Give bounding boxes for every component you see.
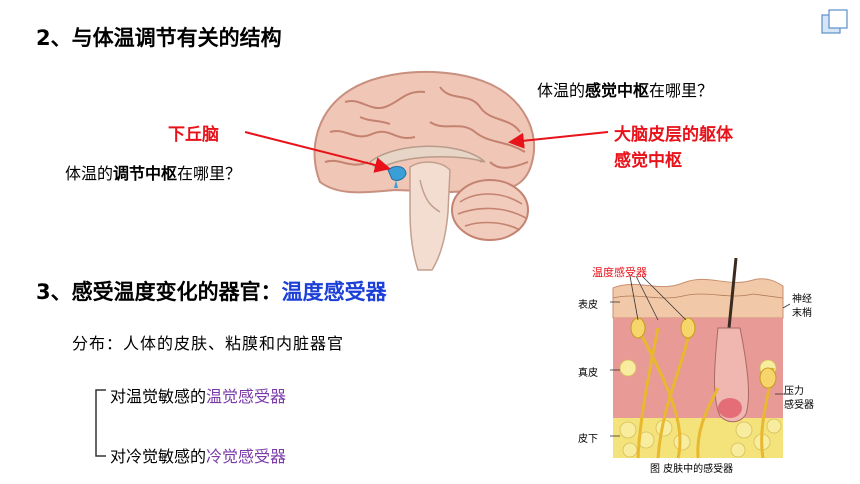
- brain-illustration: [300, 62, 545, 272]
- skin-figure: 温度感受器 表皮 真皮 皮下 神经 末梢 压力 感受器 图 皮肤中的感受器: [568, 258, 828, 478]
- question-sensory-center: 体温的感觉中枢在哪里？: [537, 77, 713, 101]
- skin-figure-caption: 图 皮肤中的感受器: [650, 464, 734, 475]
- skin-layer-dermis: 真皮: [578, 368, 598, 379]
- skin-nerve-end-line1: 神经: [792, 294, 812, 305]
- question-text: 体温的: [537, 81, 586, 100]
- section-3-prefix: 3、感受温度变化的器官：: [36, 280, 282, 304]
- warm-prefix: 对温觉敏感的: [110, 387, 207, 406]
- section-3-answer: 温度感受器: [281, 280, 387, 304]
- label-hypothalamus: 下丘脑: [168, 125, 219, 145]
- skin-layer-subcutis: 皮下: [578, 434, 598, 445]
- label-cortex-line1: 大脑皮层的躯体: [614, 125, 733, 145]
- skin-pressure-line2: 感受器: [784, 400, 814, 411]
- question-keyword: 感觉中枢: [585, 81, 650, 100]
- label-cortex-line2: 感觉中枢: [614, 151, 682, 171]
- section-3-title: 3、感受温度变化的器官：温度感受器: [36, 276, 387, 306]
- skin-receptor-label: 温度感受器: [592, 266, 647, 279]
- section-2-title: 2、与体温调节有关的结构: [36, 26, 282, 50]
- warm-receptor: 温觉感受器: [206, 387, 287, 406]
- skin-nerve-end-line2: 末梢: [792, 308, 812, 319]
- distribution-text: 分布：人体的皮肤、粘膜和内脏器官: [72, 334, 345, 353]
- question-regulation-center: 体温的调节中枢在哪里？: [65, 160, 241, 184]
- cold-receptor: 冷觉感受器: [206, 447, 287, 466]
- brace: [95, 389, 106, 457]
- warm-receptor-line: 对温觉敏感的温觉感受器: [110, 383, 286, 407]
- question-keyword: 调节中枢: [113, 164, 178, 183]
- skin-pressure-line1: 压力: [784, 386, 804, 397]
- cold-receptor-line: 对冷觉敏感的冷觉感受器: [110, 443, 286, 467]
- question-text: 在哪里？: [177, 164, 242, 183]
- question-text: 在哪里？: [649, 81, 714, 100]
- cold-prefix: 对冷觉敏感的: [110, 447, 207, 466]
- skin-layer-epidermis: 表皮: [578, 300, 598, 311]
- copy-icon[interactable]: [820, 8, 850, 36]
- question-text: 体温的: [65, 164, 114, 183]
